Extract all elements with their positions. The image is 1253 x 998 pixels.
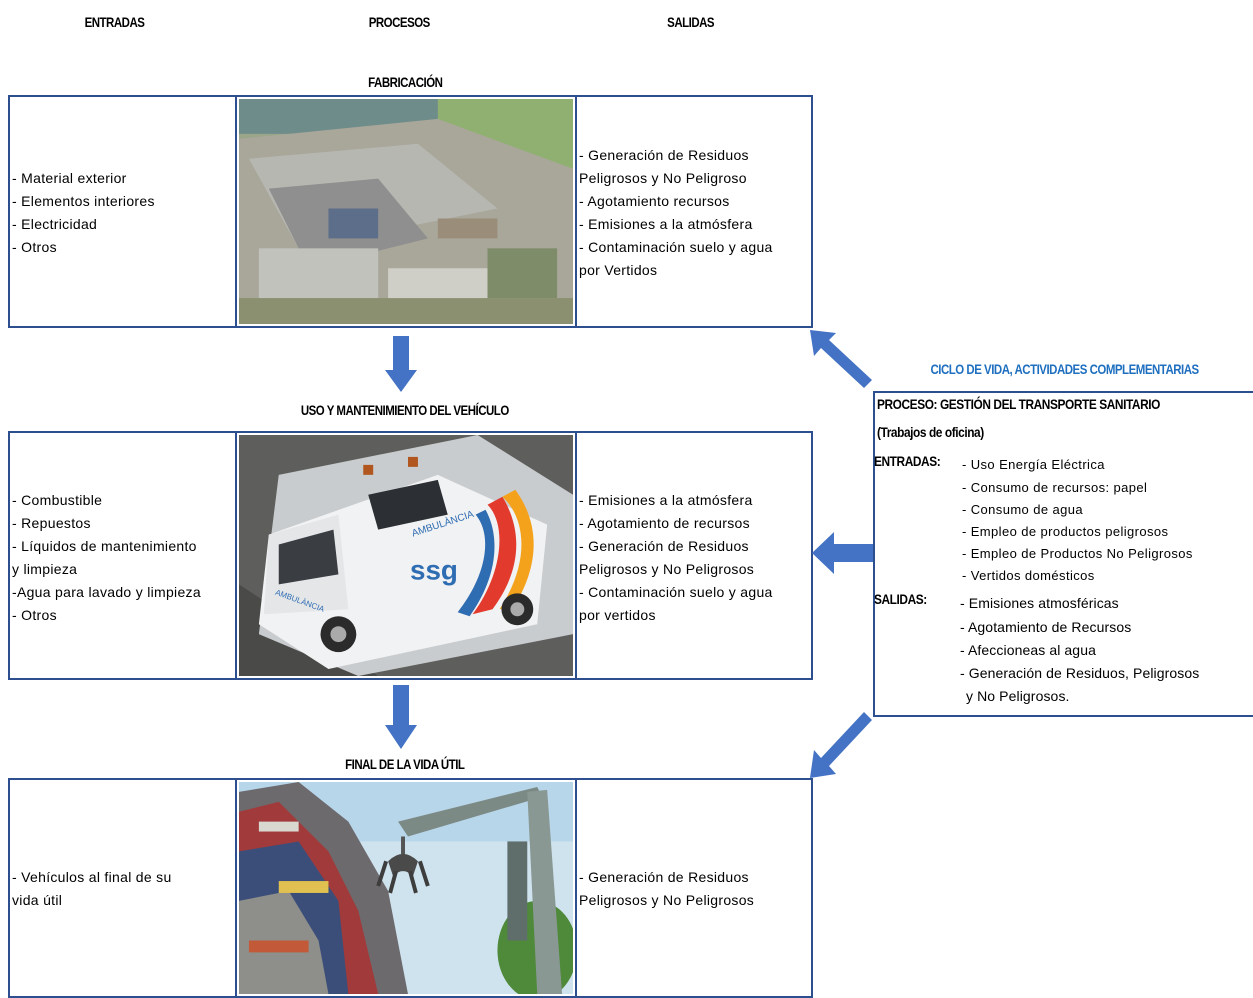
list-item: por vertidos [579,607,656,623]
list-item: - Consumo de recursos: papel [962,480,1148,495]
list-item: - Contaminación suelo y agua [579,239,773,255]
factory-aerial-photo [239,99,573,324]
side-inputs-label: ENTRADAS: [874,453,941,469]
list-item: - Generación de Residuos [579,538,749,554]
outputs-box-uso-mantenimiento: - Emisiones a la atmósfera - Agotamiento… [575,431,813,680]
list-item: - Emisiones a la atmósfera [579,216,753,232]
list-item: - Líquidos de mantenimiento [12,538,197,554]
arrow-up-left-icon [810,330,872,388]
inputs-box-final-vida-util: - Vehículos al final de su vida útil [8,778,237,998]
outputs-list: - Emisiones a la atmósfera - Agotamiento… [579,489,809,627]
list-item: - Generación de Residuos [579,869,749,885]
list-item: - Uso Energía Eléctrica [962,457,1105,472]
list-item: - Repuestos [12,515,91,531]
inputs-box-uso-mantenimiento: - Combustible - Repuestos - Líquidos de … [8,431,237,680]
outputs-list: - Generación de Residuos Peligrosos y No… [579,144,809,282]
list-item: por Vertidos [579,262,658,278]
list-item: -Agua para lavado y limpieza [12,584,201,600]
van-brand-text: ssg [410,554,458,585]
list-item: - Material exterior [12,170,127,186]
list-item: - Agotamiento de recursos [579,515,750,531]
outputs-list: - Generación de Residuos Peligrosos y No… [579,866,809,912]
inputs-box-fabricacion: - Material exterior - Elementos interior… [8,95,237,328]
list-item: Peligrosos y No Peligrosos [579,892,755,908]
inputs-list: - Vehículos al final de su vida útil [12,866,233,912]
side-process-subtitle: (Trabajos de oficina) [877,424,984,440]
list-item: - Consumo de agua [962,502,1083,517]
ambulance-van-photo: ssg AMBULÀNCIA AMBULÀNCIA [239,435,573,676]
section-title-final-vida-util: FINAL DE LA VIDA ÚTIL [345,756,465,772]
list-item: - Generación de Residuos, Peligrosos [960,665,1200,681]
header-entradas: ENTRADAS [84,14,145,30]
list-item: - Empleo de productos peligrosos [962,524,1169,539]
section-title-fabricacion: FABRICACIÓN [367,74,443,90]
down-arrow-icon [385,336,417,392]
list-item: - Combustible [12,492,103,508]
arrow-left-icon [812,532,874,574]
side-title: CICLO DE VIDA, ACTIVIDADES COMPLEMENTARI… [930,361,1200,377]
side-process-title: PROCESO: GESTIÓN DEL TRANSPORTE SANITARI… [877,396,1160,412]
list-item: - Generación de Residuos [579,147,749,163]
outputs-box-final-vida-util: - Generación de Residuos Peligrosos y No… [575,778,813,998]
scrapyard-crane-photo [239,782,573,994]
header-salidas: SALIDAS [667,14,715,30]
list-item: - Elementos interiores [12,193,155,209]
header-procesos: PROCESOS [368,14,431,30]
list-item: - Contaminación suelo y agua [579,584,773,600]
list-item: - Afeccioneas al agua [960,642,1096,658]
inputs-list: - Material exterior - Elementos interior… [12,167,233,259]
list-item: - Electricidad [12,216,98,232]
list-item: - Agotamiento de Recursos [960,619,1132,635]
inputs-list: - Combustible - Repuestos - Líquidos de … [12,489,233,627]
outputs-box-fabricacion: - Generación de Residuos Peligrosos y No… [575,95,813,328]
list-item: Peligrosos y No Peligrosos [579,561,755,577]
process-image-box-fabricacion [235,95,577,328]
list-item: - Agotamiento recursos [579,193,730,209]
process-image-box-uso-mantenimiento: ssg AMBULÀNCIA AMBULÀNCIA [235,431,577,680]
list-item: - Emisiones a la atmósfera [579,492,753,508]
side-process-box [873,391,1253,717]
list-item: y limpieza [12,561,78,577]
list-item: - Empleo de Productos No Peligrosos [962,546,1193,561]
arrow-down-left-icon [810,712,872,778]
process-image-box-final-vida-util [235,778,577,998]
side-outputs-label: SALIDAS: [874,591,927,607]
list-item: vida útil [12,892,63,908]
list-item: - Emisiones atmosféricas [960,595,1119,611]
list-item: - Otros [12,607,57,623]
section-title-uso-mantenimiento: USO Y MANTENIMIENTO DEL VEHÍCULO [301,402,509,418]
list-item: - Otros [12,239,57,255]
list-item: y No Peligrosos. [966,688,1070,704]
down-arrow-icon [385,685,417,749]
list-item: - Vertidos domésticos [962,568,1095,583]
list-item: Peligrosos y No Peligroso [579,170,747,186]
list-item: - Vehículos al final de su [12,869,172,885]
